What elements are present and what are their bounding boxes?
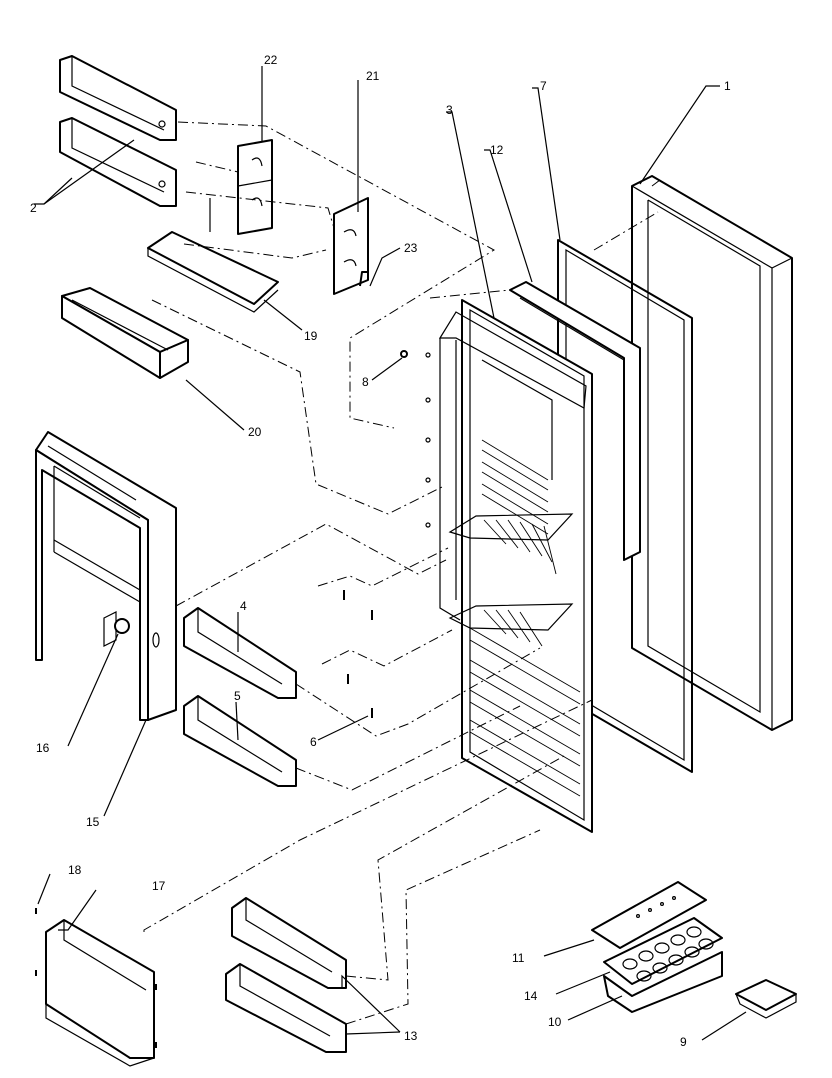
label-4: 4 bbox=[240, 599, 247, 613]
part-14-ice-tray bbox=[603, 917, 723, 985]
label-11: 11 bbox=[512, 951, 525, 965]
part-13-door-bins bbox=[225, 897, 347, 1053]
label-21: 21 bbox=[366, 69, 380, 83]
part-18-screw bbox=[35, 908, 157, 1048]
part-5-door-bin bbox=[183, 695, 297, 787]
label-16: 16 bbox=[36, 741, 50, 755]
label-20: 20 bbox=[248, 425, 262, 439]
label-6: 6 bbox=[310, 735, 317, 749]
part-17-lower-panel bbox=[45, 919, 155, 1067]
part-2-shelves bbox=[59, 55, 177, 207]
part-12-breaker-strip bbox=[509, 281, 641, 561]
label-9: 9 bbox=[680, 1035, 687, 1049]
label-5: 5 bbox=[234, 689, 241, 703]
part-19-shelf-tray bbox=[147, 198, 279, 313]
label-10: 10 bbox=[548, 1015, 562, 1029]
label-8: 8 bbox=[362, 375, 369, 389]
part-3-inner-door-liner bbox=[425, 299, 593, 833]
label-19: 19 bbox=[304, 329, 318, 343]
label-18: 18 bbox=[68, 863, 82, 877]
label-17: 17 bbox=[152, 879, 166, 893]
label-7: 7 bbox=[540, 79, 547, 93]
part-4-door-bin bbox=[183, 607, 297, 699]
label-22: 22 bbox=[264, 53, 278, 67]
label-12: 12 bbox=[490, 143, 504, 157]
leader-lines bbox=[34, 66, 747, 1041]
part-16-knob bbox=[103, 611, 130, 647]
part-9-small-tray bbox=[735, 979, 797, 1019]
part-11-tray-lid bbox=[591, 881, 707, 949]
part-23-clip bbox=[359, 271, 368, 287]
label-23: 23 bbox=[404, 241, 418, 255]
label-2: 2 bbox=[30, 201, 37, 215]
part-6-fastener bbox=[343, 590, 373, 718]
part-22-bracket bbox=[237, 139, 273, 235]
part-labels: 1 2 3 4 5 6 7 8 9 10 11 12 13 14 15 16 1… bbox=[30, 53, 731, 1049]
label-15: 15 bbox=[86, 815, 100, 829]
part-10-ice-bucket bbox=[603, 951, 723, 1013]
label-13: 13 bbox=[404, 1029, 418, 1043]
part-21-bracket bbox=[333, 197, 369, 295]
label-3: 3 bbox=[446, 103, 453, 117]
label-14: 14 bbox=[524, 989, 538, 1003]
part-15-frame-panel bbox=[35, 431, 177, 721]
part-1-outer-door bbox=[631, 175, 793, 731]
label-1: 1 bbox=[724, 79, 731, 93]
assembly-lines bbox=[143, 121, 661, 1025]
part-20-bin bbox=[61, 287, 189, 379]
part-8-screw bbox=[400, 350, 408, 358]
